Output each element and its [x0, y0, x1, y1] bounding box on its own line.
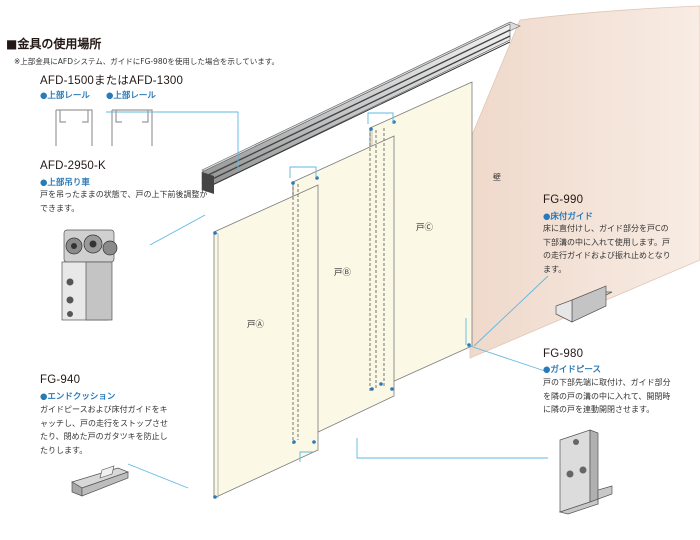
rail-sub-1: ●上部レール — [40, 91, 90, 101]
fg980-desc: 戸の下部先端に取付け、ガイド部分を隣の戸の溝の中に入れて、開閉時に隣の戸を連動開… — [543, 378, 671, 414]
wall-label: 壁 — [493, 173, 501, 182]
hidden-lines — [292, 128, 385, 444]
leader-lines — [106, 111, 549, 489]
fg980-code: FG-980 — [543, 348, 584, 360]
fg940-code: FG-940 — [40, 374, 81, 386]
page-note: ※上部金具にAFDシステム、ガイドにFG-980を使用した場合を示しています。 — [14, 57, 279, 66]
hanger-sub: ●上部吊り車 — [40, 178, 90, 188]
fg990-desc: 床に直付けし、ガイド部分を戸Cの下部溝の中に入れて使用します。戸の走行ガイドおよ… — [543, 224, 671, 274]
upper-rail — [201, 21, 521, 194]
rail-profile-icons — [55, 109, 153, 146]
hanger-illustration — [61, 229, 118, 321]
rail-sub-2: ●上部レール — [106, 91, 156, 101]
door-b-label: 戸Ⓑ — [334, 268, 352, 278]
door-a — [213, 184, 319, 499]
fg990-sub: ●床付ガイド — [543, 212, 593, 222]
fg940-desc: ガイドピースおよび床付ガイドをキャッチし、戸の走行をストップさせたり、閉めた戸の… — [40, 405, 168, 455]
hanger-desc: 戸を吊ったままの状態で、戸の上下前後調整ができます。 — [40, 190, 208, 213]
fg990-illustration — [555, 285, 613, 323]
fg980-illustration — [558, 429, 613, 515]
door-c-label: 戸Ⓒ — [416, 223, 434, 233]
marker-dots — [213, 120, 471, 499]
rail-code: AFD-1500またはAFD-1300 — [40, 75, 184, 87]
fg980-sub: ●ガイドピース — [543, 365, 601, 375]
page-title: ■金具の使用場所 — [6, 37, 102, 51]
wall — [469, 5, 700, 359]
hanger-code: AFD-2950-K — [40, 160, 106, 172]
fg940-sub: ●エンドクッション — [40, 392, 116, 402]
door-a-label: 戸Ⓐ — [247, 320, 265, 330]
fg990-code: FG-990 — [543, 194, 584, 206]
fg940-illustration — [71, 465, 129, 497]
